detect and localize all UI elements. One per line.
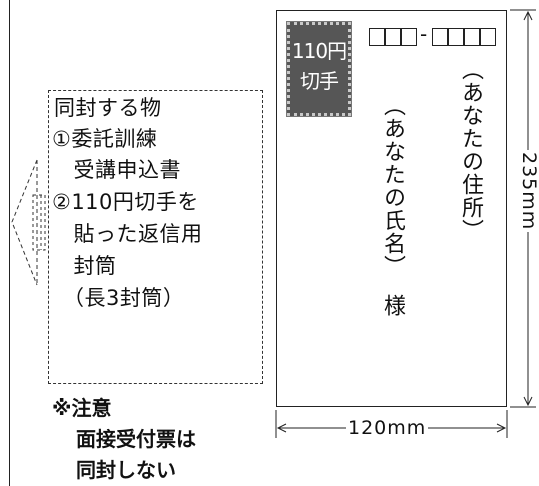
height-dimension-label: 235mm — [518, 150, 539, 233]
zip-box — [401, 28, 417, 46]
zip-box — [385, 28, 401, 46]
caution-line-1: 面接受付票は — [76, 427, 196, 451]
honorific: 様 — [380, 294, 405, 317]
contents-item-1-detail: 受講申込書 — [52, 158, 181, 182]
stamp-value: 110円 — [291, 39, 347, 63]
zip-hyphen: - — [420, 22, 428, 46]
address-placeholder: （あなたの住所） — [458, 58, 483, 242]
contents-item-2: ②110円切手を — [52, 190, 199, 214]
caution-title: ※注意 — [52, 396, 112, 420]
width-dimension-label: 120mm — [346, 417, 429, 439]
return-envelope — [276, 10, 507, 407]
contents-item-2-envelope: 封筒 — [52, 254, 117, 278]
zip-box — [480, 28, 496, 46]
caution-line-2: 同封しない — [76, 458, 176, 482]
contents-heading: 同封する物 — [54, 96, 162, 120]
name-placeholder: （あなたの氏名） — [380, 94, 405, 278]
contents-item-2-size: （長3封筒） — [52, 286, 185, 310]
outer-envelope-edge — [1, 0, 10, 486]
enclosed-items-box: 同封する物 ①委託訓練 受講申込書 ②110円切手を 貼った返信用 封筒 （長3… — [48, 90, 263, 384]
zip-box — [432, 28, 448, 46]
zip-box — [464, 28, 480, 46]
zip-box — [448, 28, 464, 46]
contents-item-1: ①委託訓練 — [52, 127, 158, 151]
stamp: 110円 切手 — [286, 21, 352, 117]
contents-item-2-detail: 貼った返信用 — [52, 222, 203, 246]
stamp-label: 切手 — [300, 69, 339, 93]
zip-box — [369, 28, 385, 46]
